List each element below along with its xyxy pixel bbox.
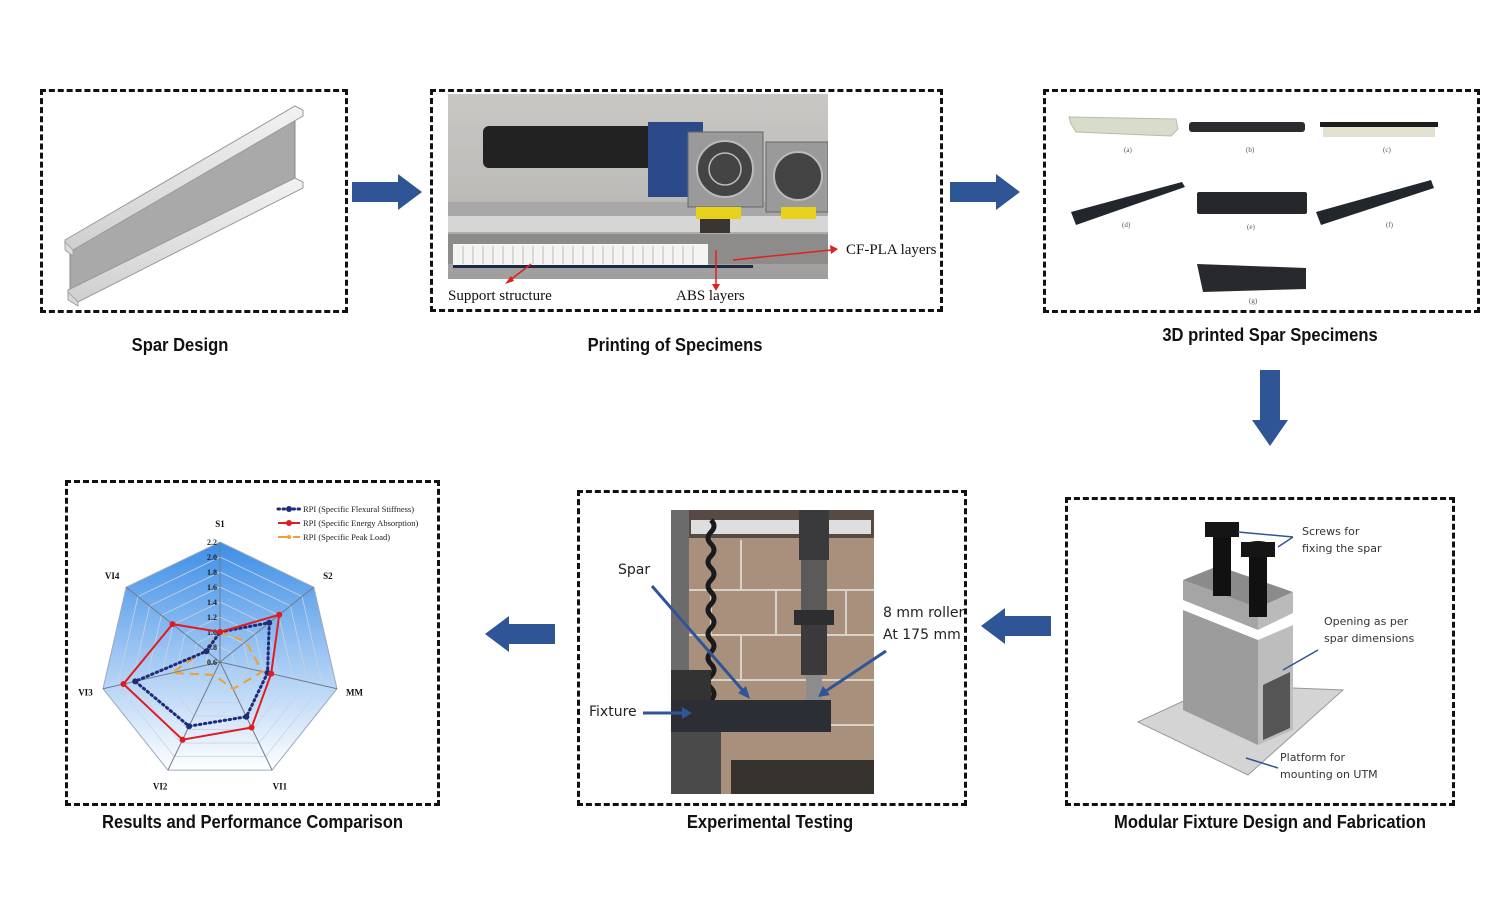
radar-axis-label-s2: S2 <box>323 571 333 581</box>
platform-label-line2: mounting on UTM <box>1280 768 1378 781</box>
fixture-panel: Screws for fixing the spar Opening as pe… <box>1065 497 1455 806</box>
arrow-right-icon <box>950 174 1020 210</box>
roller-label-line1: 8 mm roller <box>883 605 965 621</box>
radar-tick-label: 2.0 <box>207 553 217 562</box>
arrow-down-icon <box>1252 370 1288 446</box>
radar-series-line <box>122 613 281 741</box>
radar-series-line <box>132 620 271 728</box>
radar-point-s2 <box>276 611 283 618</box>
radar-tick-label: 1.8 <box>207 568 217 577</box>
radar-axis-s2 <box>219 586 315 663</box>
radar-point-vi2 <box>186 723 193 730</box>
spar-3d-model <box>64 105 304 307</box>
radar-point-s2 <box>266 619 273 626</box>
radar-tick-label: 2.2 <box>207 538 217 547</box>
radar-axis-label-vi4: VI4 <box>105 571 120 581</box>
legend-label: RPI (Specific Energy Absorption) <box>303 518 418 528</box>
radar-tick-label: 1.6 <box>207 583 217 592</box>
specimen-photos <box>1068 116 1438 292</box>
legend-marker <box>287 535 291 539</box>
radar-point-vi1 <box>243 713 250 720</box>
roller-label-line2: At 175 mm <box>883 627 961 643</box>
radar-point-vi3 <box>120 681 127 688</box>
radar-series-1 <box>120 611 283 743</box>
spar-label: Spar <box>618 562 651 578</box>
specimen-label-a: (a) <box>1124 146 1132 154</box>
testing-photo <box>671 510 874 794</box>
radar-series-0 <box>132 619 273 730</box>
radar-point-vi2 <box>179 736 186 743</box>
radar-grid-ring <box>204 646 236 676</box>
abs-layers-label: ABS layers <box>676 288 745 304</box>
fixture-caption: Modular Fixture Design and Fabrication <box>1114 812 1426 832</box>
legend-marker <box>286 520 292 526</box>
cf-pla-layers-label: CF-PLA layers <box>846 242 937 258</box>
opening-label-line2: spar dimensions <box>1324 632 1415 645</box>
testing-annotation-arrows <box>643 585 887 719</box>
support-structure-label: Support structure <box>448 288 552 304</box>
radar-axis-label-mm: MM <box>346 688 363 698</box>
fixture-3d-model <box>1136 522 1345 776</box>
results-caption: Results and Performance Comparison <box>102 812 403 832</box>
specimen-label-g: (g) <box>1249 297 1258 305</box>
spar-design-panel <box>40 89 348 313</box>
radar-grid-ring <box>190 631 250 690</box>
platform-label-line1: Platform for <box>1280 751 1346 764</box>
legend-marker <box>286 506 292 512</box>
arrow-right-icon <box>352 174 422 210</box>
testing-panel: Spar Fixture 8 mm roller At 175 mm <box>577 490 967 806</box>
specimens-panel: (a) (b) (c) (d) (e) (f) (g) <box>1043 89 1480 313</box>
screws-label-line1: Screws for <box>1302 525 1360 538</box>
radar-tick-label: 0.6 <box>207 658 217 667</box>
specimens-caption: 3D printed Spar Specimens <box>1162 325 1378 345</box>
radar-grid-ring <box>131 571 309 744</box>
legend-item: RPI (Specific Flexural Stiffness) <box>276 504 414 514</box>
radar-axis-mm <box>219 661 338 690</box>
specimen-label-f: (f) <box>1386 221 1393 229</box>
printing-annotation-arrows <box>505 245 838 291</box>
radar-tick-label: 1.2 <box>207 613 217 622</box>
radar-grid-ring <box>175 616 265 703</box>
specimen-label-c: (c) <box>1383 146 1391 154</box>
radar-grid-ring <box>117 556 323 758</box>
printer-photo <box>448 94 828 279</box>
arrow-left-icon <box>485 616 555 652</box>
testing-caption: Experimental Testing <box>686 812 854 832</box>
screws-label-line2: fixing the spar <box>1302 542 1382 555</box>
radar-axis-label-vi2: VI2 <box>153 781 168 791</box>
radar-point-s1 <box>217 629 223 635</box>
legend-label: RPI (Specific Flexural Stiffness) <box>303 504 414 514</box>
radar-point-vi4 <box>169 621 176 628</box>
specimen-label-d: (d) <box>1122 221 1131 229</box>
specimen-label-e: (e) <box>1247 223 1255 231</box>
legend-label: RPI (Specific Peak Load) <box>303 532 390 542</box>
specimen-label-b: (b) <box>1246 146 1255 154</box>
radar-tick-label: 1.4 <box>207 598 217 607</box>
radar-axis-vi2 <box>167 661 221 771</box>
radar-point-vi4 <box>203 648 210 655</box>
radar-tick-label: 0.8 <box>207 643 217 652</box>
radar-point-vi1 <box>248 724 255 731</box>
radar-axis-label-vi1: VI1 <box>273 781 288 791</box>
radar-grid-ring <box>146 586 294 730</box>
opening-label-line1: Opening as per <box>1324 615 1409 628</box>
radar-axis-label-s1: S1 <box>215 519 225 529</box>
radar-point-vi3 <box>132 678 139 685</box>
printing-caption: Printing of Specimens <box>587 335 763 355</box>
fixture-label: Fixture <box>589 704 637 720</box>
radar-axis-label-vi3: VI3 <box>78 688 93 698</box>
radar-point-mm <box>268 670 275 677</box>
spar-design-caption: Spar Design <box>131 335 229 355</box>
printing-panel: Support structure ABS layers CF-PLA laye… <box>430 89 943 312</box>
arrow-left-icon <box>981 608 1051 644</box>
legend-item: RPI (Specific Energy Absorption) <box>278 518 418 528</box>
radar-tick-label: 1.0 <box>207 628 217 637</box>
legend-item: RPI (Specific Peak Load) <box>278 532 390 542</box>
